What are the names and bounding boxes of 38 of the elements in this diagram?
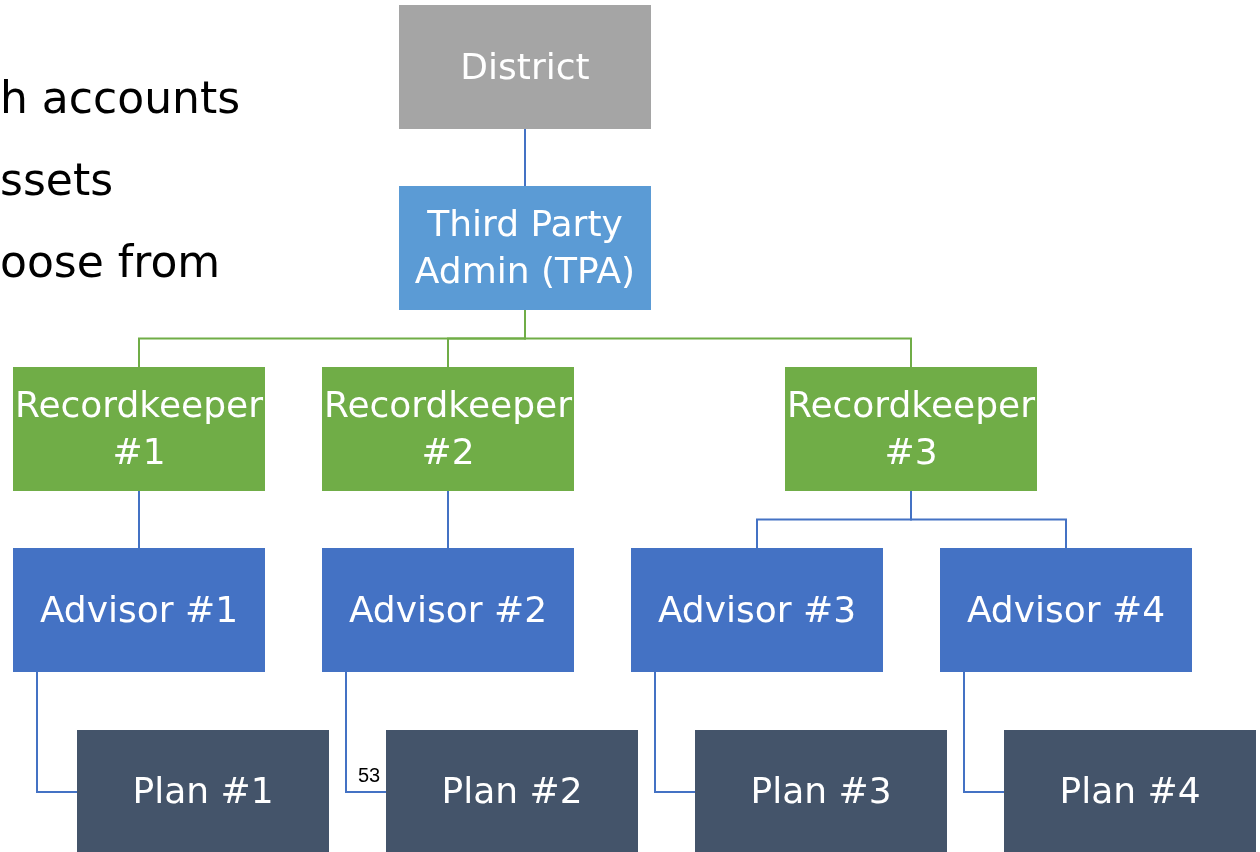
plan-box bbox=[77, 730, 329, 852]
connector-line bbox=[447, 490, 449, 549]
node-label: Advisor #4 bbox=[966, 587, 1166, 632]
page-number: 53 bbox=[358, 764, 381, 787]
node-label: Advisor #3 bbox=[657, 587, 857, 632]
node-label: Advisor #1 bbox=[39, 587, 239, 632]
plan-box bbox=[695, 730, 947, 852]
bullet-text: ssets bbox=[0, 154, 114, 205]
plan-box bbox=[386, 730, 638, 852]
connector-line bbox=[345, 671, 387, 793]
recordkeeper-box bbox=[785, 367, 1037, 491]
advisor-box bbox=[940, 548, 1192, 672]
bullet-text: oose from bbox=[0, 236, 221, 287]
recordkeeper-box bbox=[322, 367, 574, 491]
plan-box bbox=[1004, 730, 1256, 852]
node-label: Plan #4 bbox=[1059, 768, 1201, 813]
node-label: Third Party Admin (TPA) bbox=[413, 202, 637, 293]
bullet-text: h accounts bbox=[0, 72, 241, 123]
node-label: Recordkeeper #2 bbox=[324, 383, 573, 474]
advisor-box bbox=[631, 548, 883, 672]
node-label: Recordkeeper #3 bbox=[787, 383, 1036, 474]
recordkeeper-box bbox=[13, 367, 265, 491]
node-label: Plan #3 bbox=[750, 768, 892, 813]
node-label: Plan #1 bbox=[132, 768, 274, 813]
connector-line bbox=[138, 490, 140, 549]
admin-box bbox=[399, 186, 651, 310]
connector-line bbox=[910, 490, 1067, 549]
node-label: District bbox=[460, 44, 590, 89]
district-box bbox=[399, 5, 651, 129]
connector-line bbox=[654, 671, 696, 793]
connector-line bbox=[524, 128, 526, 187]
node-label: Advisor #2 bbox=[348, 587, 548, 632]
advisor-box bbox=[322, 548, 574, 672]
advisor-box bbox=[13, 548, 265, 672]
node-label: Recordkeeper #1 bbox=[15, 383, 264, 474]
node-label: Plan #2 bbox=[441, 768, 583, 813]
connector-line bbox=[36, 671, 78, 793]
connector-line bbox=[963, 671, 1005, 793]
